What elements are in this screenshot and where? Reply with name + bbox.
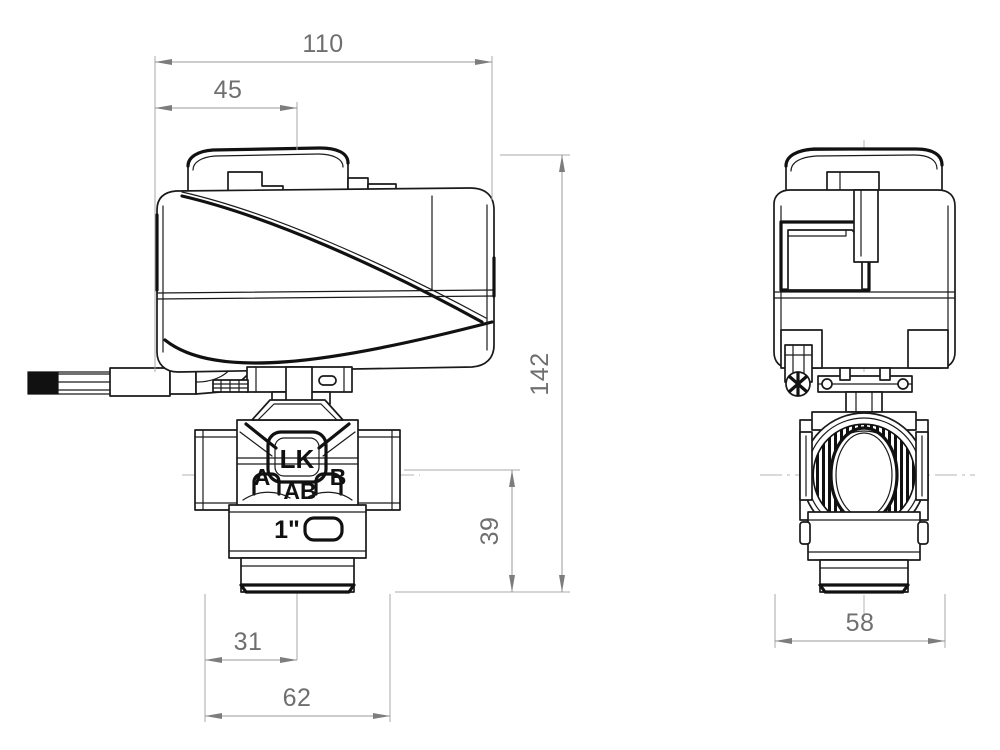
cap-top-inner xyxy=(192,153,344,171)
port-ab-label: AB xyxy=(283,478,316,504)
cable-body xyxy=(169,369,197,395)
port-a-edges xyxy=(194,436,244,504)
side-cap-notch xyxy=(826,171,880,193)
cable-strand-edges xyxy=(57,371,111,395)
dimension-valve-width: 62 xyxy=(205,594,391,722)
arrow-31-left xyxy=(205,657,222,663)
port-a-label: A xyxy=(254,464,271,490)
actuator-housing xyxy=(155,187,496,373)
side-cap-top-inner xyxy=(790,154,938,172)
dimension-39-text: 39 xyxy=(476,517,504,546)
dimension-45-text: 45 xyxy=(214,76,243,104)
port-a-arch xyxy=(252,472,281,496)
side-valve-body xyxy=(799,411,929,594)
port-b-edges xyxy=(351,436,401,504)
side-mount-hardware xyxy=(784,344,913,413)
valve-body: LK A B AB 1" xyxy=(194,399,401,594)
mount-strap-ticks xyxy=(220,379,240,393)
arrow-45-right xyxy=(280,105,297,111)
valve-rib-right xyxy=(317,422,351,450)
side-stem-ribs xyxy=(855,391,873,413)
housing-parting-line-2 xyxy=(156,295,495,300)
arrow-31-right xyxy=(280,657,297,663)
arrow-39-top xyxy=(509,470,515,487)
valve-shoulder xyxy=(251,399,344,421)
side-panel-outer xyxy=(779,220,871,292)
strap-screw-right xyxy=(897,378,909,390)
side-lower-right-block xyxy=(907,329,949,369)
side-actuator-housing xyxy=(773,189,956,369)
arrow-45-left xyxy=(155,105,172,111)
side-center-tab xyxy=(853,189,879,263)
side-stem-housing xyxy=(845,391,883,413)
dimension-58-text: 58 xyxy=(846,609,875,637)
dimension-142-text: 142 xyxy=(526,352,554,395)
arrow-39-bottom xyxy=(509,575,515,592)
side-flange-tab-right xyxy=(917,521,929,545)
dimension-valve-height: 39 xyxy=(404,469,520,592)
dimension-actuator-offset: 45 xyxy=(155,76,298,150)
arrow-62-right xyxy=(373,713,390,719)
side-lower-flange xyxy=(807,511,921,561)
bolt-head-cross xyxy=(788,371,808,397)
valve-size-label: 1" xyxy=(274,516,300,544)
cable-connector-tip xyxy=(27,371,59,395)
ab-port-spigot xyxy=(240,557,355,593)
dimension-side-width: 58 xyxy=(774,594,946,648)
side-cap-top-edge xyxy=(784,147,944,168)
arrow-142-top xyxy=(559,155,565,172)
strap-lug-right xyxy=(879,367,891,381)
valve-lower-curves xyxy=(242,491,353,501)
arrow-58-right xyxy=(928,638,945,644)
side-housing-parting-line xyxy=(773,291,956,299)
housing-outline xyxy=(156,187,495,373)
bolt-shank xyxy=(784,344,813,383)
front-view: LK A B AB 1" xyxy=(27,146,496,594)
housing-sweep-upper xyxy=(180,194,484,324)
mount-collar-ribs xyxy=(255,366,345,393)
arrow-58-left xyxy=(775,638,792,644)
size-badge-outline xyxy=(303,516,344,542)
lk-logo-frame-inner xyxy=(274,437,320,477)
cable-sleeve xyxy=(109,367,171,397)
side-panel-recess xyxy=(787,229,863,291)
cap-top-edge xyxy=(186,146,350,168)
side-lug-lines xyxy=(805,435,923,497)
side-view xyxy=(773,147,956,594)
arrow-62-left xyxy=(205,713,222,719)
dimension-port-offset: 31 xyxy=(204,594,298,722)
cable-strands xyxy=(57,373,111,391)
side-ab-spigot-lip xyxy=(818,583,910,594)
side-ab-spigot xyxy=(819,559,909,593)
dimension-62-text: 62 xyxy=(283,684,312,712)
side-flange-tab-left xyxy=(799,521,811,545)
dimension-110-text: 110 xyxy=(302,30,343,58)
valve-rib-left xyxy=(244,422,278,450)
indicator-oval xyxy=(318,375,337,386)
port-b-body xyxy=(351,429,401,511)
side-panel-step xyxy=(787,229,847,237)
lk-logo-frame xyxy=(266,430,328,484)
side-lower-flange-seams xyxy=(807,519,921,553)
port-b-arch xyxy=(314,472,343,496)
actuator-mount xyxy=(212,366,353,405)
arrow-110-right xyxy=(475,59,492,65)
dimension-overall-height: 142 xyxy=(395,154,570,593)
valve-shoulder-inner xyxy=(257,403,338,421)
arrow-110-left xyxy=(155,59,172,65)
housing-sweep-lower xyxy=(163,320,494,365)
lk-brand-mark: LK xyxy=(280,444,315,474)
strap-lug-left xyxy=(839,367,851,381)
stem-housing xyxy=(285,366,313,405)
port-a-body xyxy=(194,429,244,511)
actuator-top-cap xyxy=(186,146,397,193)
side-actuator-top-cap xyxy=(784,147,944,193)
arrow-142-bottom xyxy=(559,575,565,592)
ab-port-lip xyxy=(239,583,356,594)
housing-parting-line xyxy=(156,289,495,294)
strap-screw-left xyxy=(821,378,833,390)
dimension-31-text: 31 xyxy=(234,628,263,656)
dimension-overall-width: 110 xyxy=(154,30,493,372)
